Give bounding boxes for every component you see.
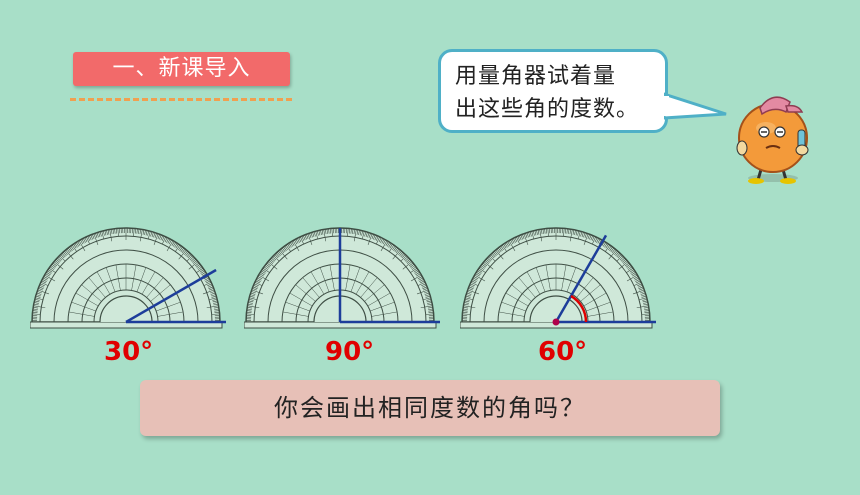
speech-bubble: 用量角器试着量 出这些角的度数。: [438, 49, 668, 133]
protractor-3: [460, 227, 656, 329]
section-title: 一、新课导入: [73, 52, 290, 86]
angle-label-3: 60°: [538, 337, 588, 367]
question-box: 你会画出相同度数的角吗？: [140, 380, 720, 436]
angle-label-1: 30°: [104, 337, 154, 367]
protractor-2: [244, 227, 440, 329]
speech-bubble-text: 用量角器试着量 出这些角的度数。: [455, 64, 640, 122]
title-underline: [70, 98, 292, 101]
speech-bubble-tail: [664, 92, 727, 120]
orange-mascot-icon: [736, 96, 809, 184]
protractor-1: [30, 227, 226, 329]
angle-label-2: 90°: [325, 337, 375, 367]
